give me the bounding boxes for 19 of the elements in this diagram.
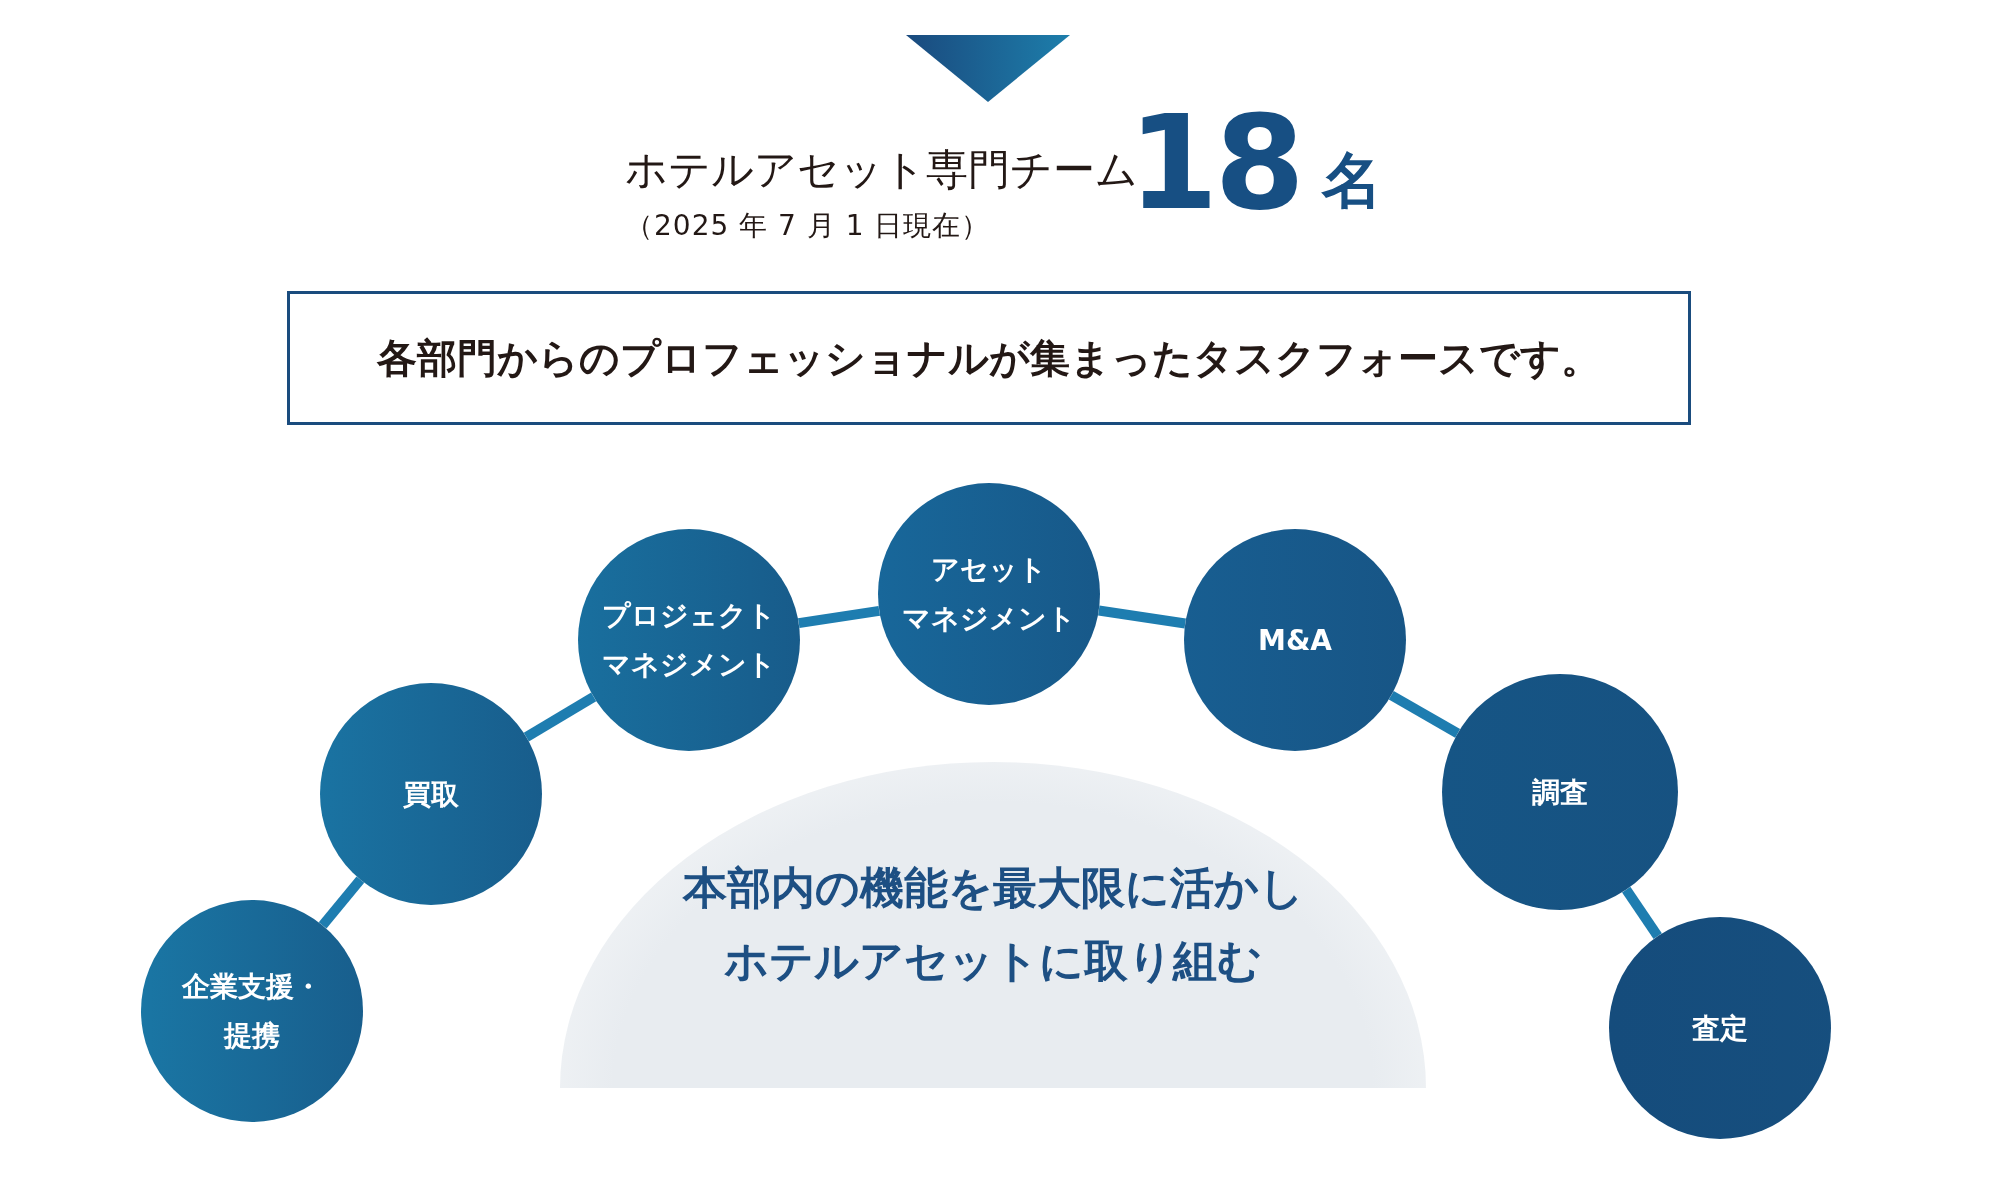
- node-label: プロジェクトマネジメント: [602, 598, 776, 683]
- connector-line: [1388, 690, 1461, 738]
- connector-line: [523, 692, 597, 742]
- dome-text: 本部内の機能を最大限に活かしホテルアセットに取り組む: [682, 861, 1304, 988]
- node-label: アセットマネジメント: [902, 552, 1076, 637]
- date-note: （2025 年 7 月 1 日現在）: [625, 208, 991, 244]
- connector-line: [318, 876, 365, 929]
- node-label: 調査: [1532, 774, 1588, 811]
- node-label: M&A: [1258, 622, 1332, 659]
- message-box: [287, 291, 1691, 425]
- count-unit: 名: [1322, 150, 1382, 210]
- node-label: 買取: [403, 776, 459, 813]
- connector-line: [1098, 605, 1186, 629]
- node-label: 査定: [1692, 1010, 1748, 1047]
- pointer-triangle: [906, 35, 1070, 102]
- connector-line: [797, 605, 881, 629]
- connector-line: [1622, 886, 1662, 939]
- node-label: 企業支援・提携: [182, 969, 322, 1054]
- message-text: 各部門からのプロフェッショナルが集まったタスクフォースです。: [377, 333, 1601, 383]
